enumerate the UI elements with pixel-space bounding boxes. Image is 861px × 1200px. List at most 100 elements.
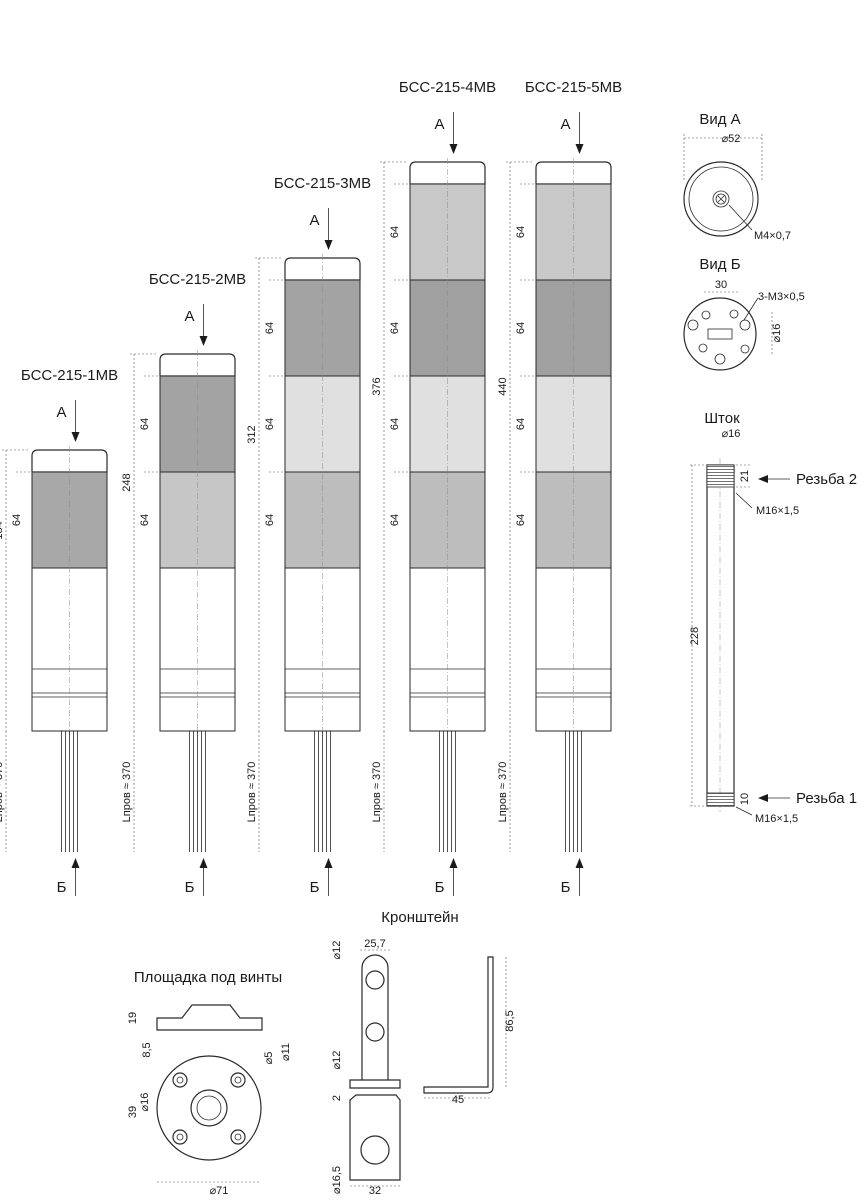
- tower-lens: [409, 471, 486, 569]
- rod-label-bottom: Резьба 1: [796, 790, 857, 807]
- view-b-holes: 3-М3×0,5: [758, 291, 805, 303]
- rod-label-top: Резьба 2: [796, 471, 857, 488]
- rod-thread-top: [706, 464, 735, 488]
- view-b-marker: Б: [185, 879, 195, 896]
- bracket-height-dim: 86,5: [504, 1010, 516, 1031]
- section-dim: 64: [515, 322, 527, 334]
- bracket-title: Кронштейн: [381, 909, 458, 926]
- tower-title: БСС-215-3МВ: [274, 175, 371, 192]
- view-b-marker: Б: [561, 879, 571, 896]
- section-dim: 64: [515, 514, 527, 526]
- bracket-foot-dim: 45: [452, 1094, 464, 1106]
- view-a-diameter: ⌀52: [722, 133, 741, 145]
- view-b-diameter: ⌀16: [771, 324, 783, 343]
- section-dim: 64: [389, 322, 401, 334]
- view-b-outer-circle: [683, 297, 757, 371]
- pad-center-dim: ⌀16: [139, 1093, 151, 1112]
- pad-hole-big: ⌀11: [280, 1043, 292, 1061]
- bracket-hole3-dim: ⌀16,5: [331, 1166, 343, 1194]
- view-b-marker: Б: [310, 879, 320, 896]
- rod: Шток ⌀16 228 21 10 М16×1,5 М16×1,5 Резьб…: [689, 410, 857, 825]
- rod-thread-bottom-spec: М16×1,5: [755, 813, 798, 825]
- section-dim: 64: [389, 514, 401, 526]
- view-a-thread: М4×0,7: [754, 230, 791, 242]
- view-a-marker: А: [560, 116, 570, 133]
- rod-title: Шток: [704, 410, 740, 427]
- view-b-spacing: 30: [715, 279, 727, 291]
- bracket-gap-dim: 2: [331, 1095, 343, 1101]
- pad: Площадка под винты 19 8,5 ⌀5 ⌀11 ⌀16 39 …: [127, 969, 292, 1197]
- section-dim: 64: [139, 514, 151, 526]
- tower-title: БСС-215-4МВ: [399, 79, 496, 96]
- section-dim: 64: [515, 226, 527, 238]
- rod-thread-bottom-len: 10: [739, 793, 751, 805]
- pad-title: Площадка под винты: [134, 969, 282, 986]
- section-dim: 64: [139, 418, 151, 430]
- wire-length-dim: Lпров ≈ 370: [0, 762, 5, 823]
- tower-title: БСС-215-1МВ: [21, 367, 118, 384]
- wire-length-dim: Lпров ≈ 370: [497, 762, 509, 823]
- bracket-arm: [361, 954, 389, 1080]
- rod-body: [706, 464, 735, 807]
- total-height-dim: 440: [497, 377, 509, 395]
- total-height-dim: 312: [246, 425, 258, 443]
- tower-cap: [284, 257, 361, 281]
- section-dim: 64: [515, 418, 527, 430]
- bracket-lower: [349, 1094, 401, 1181]
- view-a-marker: А: [309, 212, 319, 229]
- rod-length: 228: [689, 627, 701, 645]
- rod-thread-bottom: [706, 792, 735, 807]
- section-dim: 64: [389, 418, 401, 430]
- view-b: Вид Б 30 3-М3×0,5 ⌀16: [683, 256, 805, 371]
- pad-outer-dim: ⌀71: [210, 1185, 229, 1197]
- bracket-width-bottom: 32: [369, 1185, 381, 1197]
- section-dim: 64: [11, 514, 23, 526]
- bracket-side-view: [423, 956, 494, 1094]
- pad-outer-circle: [156, 1055, 262, 1161]
- pad-base-dim: 8,5: [141, 1042, 153, 1057]
- pad-height-dim: 19: [127, 1012, 139, 1024]
- total-height-dim: 376: [371, 377, 383, 395]
- tower-title: БСС-215-5МВ: [525, 79, 622, 96]
- bracket-width-top: 25,7: [364, 938, 385, 950]
- total-height-dim: 184: [0, 521, 5, 539]
- wire-length-dim: Lпров ≈ 370: [246, 762, 258, 823]
- rod-diameter: ⌀16: [722, 428, 741, 440]
- wire-length-dim: Lпров ≈ 370: [371, 762, 383, 823]
- view-a-title: Вид А: [699, 111, 740, 128]
- tower-cap: [31, 449, 108, 473]
- tower-cap: [409, 161, 486, 185]
- section-dim: 64: [264, 418, 276, 430]
- pad-hole-small: ⌀5: [263, 1052, 275, 1065]
- section-dim: 64: [389, 226, 401, 238]
- view-a-outer-circle: [683, 161, 759, 237]
- view-b-marker: Б: [435, 879, 445, 896]
- view-a: Вид А ⌀52 М4×0,7: [683, 111, 791, 242]
- rod-thread-top-spec: М16×1,5: [756, 505, 799, 517]
- tower-cap: [159, 353, 236, 377]
- bracket-hole-3: [360, 1135, 390, 1165]
- section-dim: 64: [264, 322, 276, 334]
- tower-lens: [535, 471, 612, 569]
- wire-length-dim: Lпров ≈ 370: [121, 762, 133, 823]
- pad-side-view: [156, 1004, 263, 1031]
- view-a-marker: А: [434, 116, 444, 133]
- pad-pcd-dim: 39: [127, 1106, 139, 1118]
- view-a-marker: А: [56, 404, 66, 421]
- tower-title: БСС-215-2МВ: [149, 271, 246, 288]
- section-dim: 64: [264, 514, 276, 526]
- total-height-dim: 248: [121, 473, 133, 491]
- bracket-hole-1: [365, 970, 385, 990]
- bracket: Кронштейн 25,7 ⌀12 ⌀12 2 ⌀16,5 32 86,5 4…: [331, 909, 516, 1197]
- tower-cap: [535, 161, 612, 185]
- rod-thread-top-len: 21: [739, 470, 751, 482]
- view-a-marker: А: [184, 308, 194, 325]
- view-b-marker: Б: [57, 879, 67, 896]
